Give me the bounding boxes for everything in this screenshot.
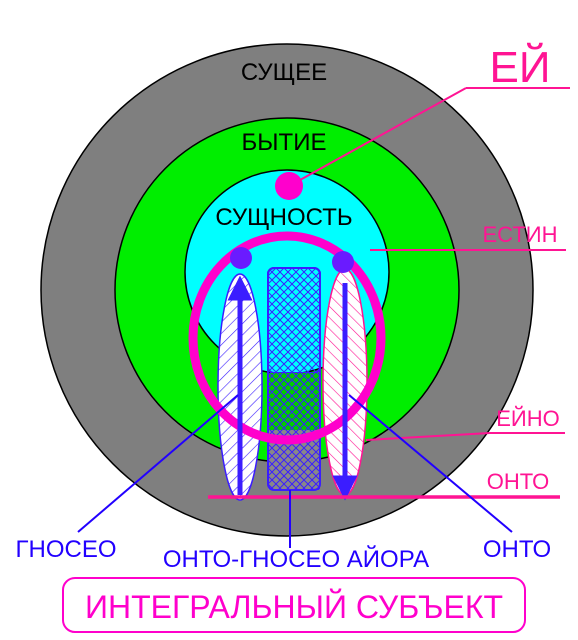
label-eino: ЕЙНО (496, 406, 560, 431)
label-sushchnost: СУЩНОСТЬ (215, 204, 352, 231)
label-onto-bottom: ОНТО (483, 536, 551, 563)
aiora-rect-middle-hatch (268, 373, 320, 430)
gnoseo-dot (230, 247, 252, 269)
label-onto-line: ОНТО (487, 469, 550, 494)
label-bytie: БЫТИЕ (242, 129, 327, 156)
ei-dot (275, 172, 303, 200)
label-estin: ЕСТИН (483, 222, 558, 247)
aiora-rect-outline (267, 267, 321, 491)
gnoseo-leader-line (77, 394, 239, 533)
onto-leader-line (348, 394, 513, 533)
label-onto-gnoseo-aiora: ОНТО-ГНОСЕО АЙОРА (163, 545, 429, 573)
label-sushchee: СУЩЕЕ (241, 59, 327, 86)
onto-dot (332, 251, 354, 273)
label-gnoseo: ГНОСЕО (15, 536, 116, 563)
label-ei: ЕЙ (490, 41, 551, 92)
label-integral-subject: ИНТЕГРАЛЬНЫЙ СУБЪЕКТ (85, 589, 503, 625)
aiora-rect-upper (267, 267, 321, 374)
estin-ellipse (188, 231, 386, 445)
eino-leader-line (365, 432, 491, 441)
integral-subject-box (62, 577, 526, 633)
ei-leader-line (299, 87, 467, 181)
